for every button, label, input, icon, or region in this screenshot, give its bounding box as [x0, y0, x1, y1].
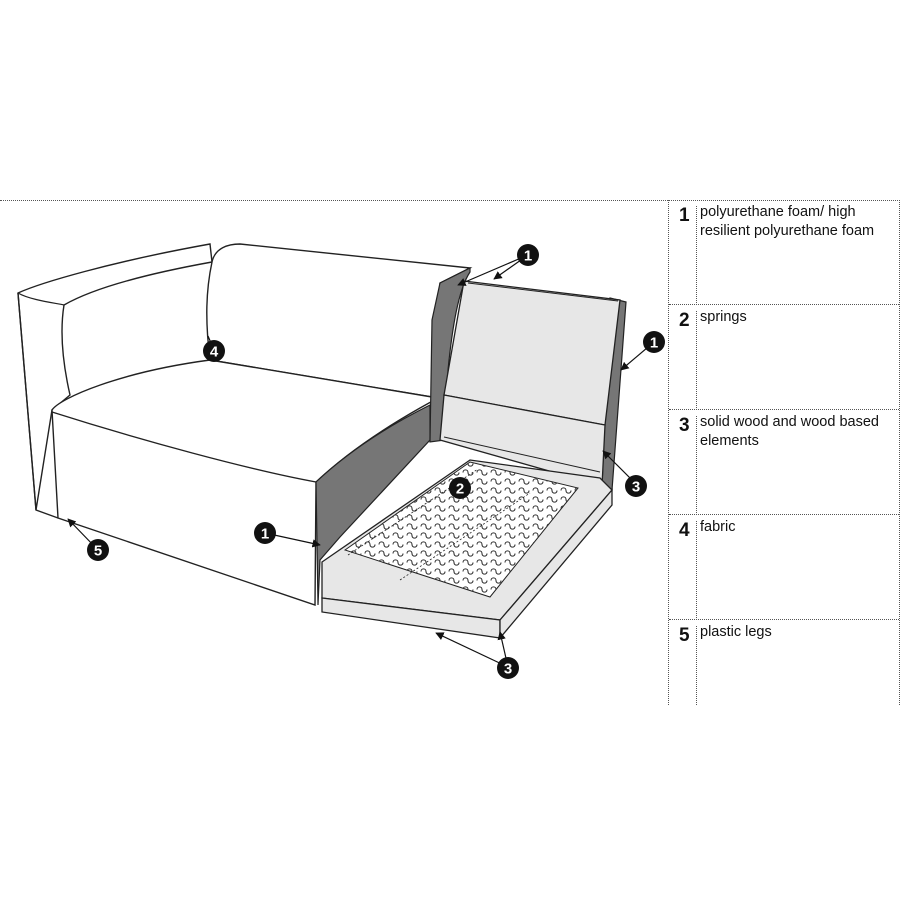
svg-text:4: 4 — [210, 344, 219, 361]
legend-text: fabric — [700, 519, 736, 535]
legend-number: 1 — [679, 206, 697, 305]
legend-number: 4 — [679, 521, 697, 620]
legend-number: 2 — [679, 311, 697, 410]
svg-text:3: 3 — [632, 479, 640, 496]
legend-row-4: 4 fabric — [669, 515, 899, 620]
svg-text:1: 1 — [524, 248, 532, 265]
legend-text: solid wood and wood based elements — [700, 414, 879, 449]
callout-3-bottom: 3 — [497, 657, 519, 679]
callout-5: 5 — [87, 539, 109, 561]
legend-text: polyurethane foam/ high resilient polyur… — [700, 204, 875, 239]
frame-top-border — [0, 200, 900, 201]
svg-text:1: 1 — [650, 335, 658, 352]
svg-text:3: 3 — [504, 661, 512, 678]
callout-3-right: 3 — [625, 475, 647, 497]
callout-4: 4 — [203, 340, 225, 362]
callout-1-left: 1 — [254, 522, 276, 544]
legend-table: 1 polyurethane foam/ high resilient poly… — [668, 200, 900, 705]
sofa-diagram: 1 1 1 2 3 3 4 5 — [17, 243, 665, 679]
left-armrest — [17, 243, 213, 519]
legend-text: plastic legs — [700, 624, 772, 640]
svg-text:2: 2 — [456, 481, 464, 498]
inner-frame — [439, 280, 621, 487]
callout-1-top: 1 — [517, 244, 539, 266]
legend-row-3: 3 solid wood and wood based elements — [669, 410, 899, 515]
legend-row-5: 5 plastic legs — [669, 620, 899, 705]
legend-text: springs — [700, 309, 747, 325]
svg-text:1: 1 — [261, 526, 269, 543]
legend-number: 3 — [679, 416, 697, 515]
legend-number: 5 — [679, 626, 697, 705]
legend-row-1: 1 polyurethane foam/ high resilient poly… — [669, 200, 899, 305]
svg-text:5: 5 — [94, 543, 102, 560]
callout-2: 2 — [449, 477, 471, 499]
legend-row-2: 2 springs — [669, 305, 899, 410]
callout-1-right: 1 — [643, 331, 665, 353]
